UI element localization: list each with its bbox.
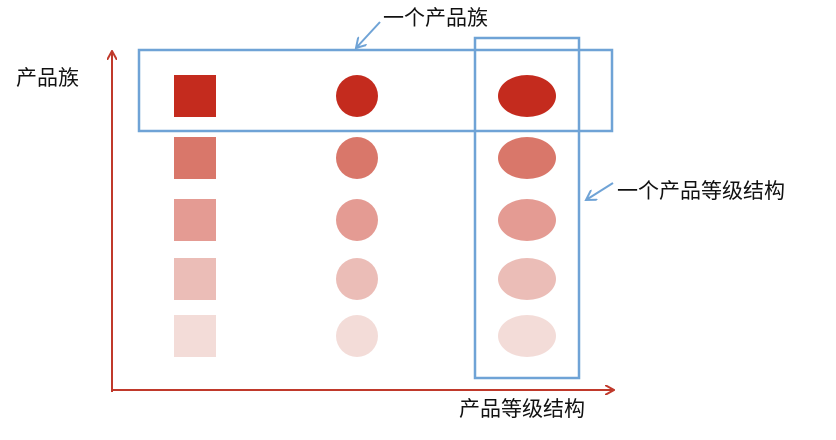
product-family-box [137,48,614,133]
product-circle-row-2 [336,137,378,179]
level-callout-label: 一个产品等级结构 [617,179,785,203]
product-square-row-2 [174,137,216,179]
product-square-row-1 [174,75,216,117]
x-axis-label: 产品等级结构 [459,397,585,421]
level-callout-arrow [586,182,614,200]
product-circle-row-5 [336,315,378,357]
product-square-row-5 [174,315,216,357]
product-circle-row-1 [336,75,378,117]
product-circle-row-4 [336,258,378,300]
product-ellipse-row-3 [498,199,556,241]
product-ellipse-row-5 [498,315,556,357]
product-square-row-4 [174,258,216,300]
family-callout-label: 一个产品族 [383,6,488,30]
product-level-box [473,36,581,380]
product-ellipse-row-4 [498,258,556,300]
product-square-row-3 [174,199,216,241]
product-ellipse-row-1 [498,75,556,117]
product-circle-row-3 [336,199,378,241]
family-callout-arrow [356,21,381,48]
product-ellipse-row-2 [498,137,556,179]
y-axis-label: 产品族 [16,66,79,90]
